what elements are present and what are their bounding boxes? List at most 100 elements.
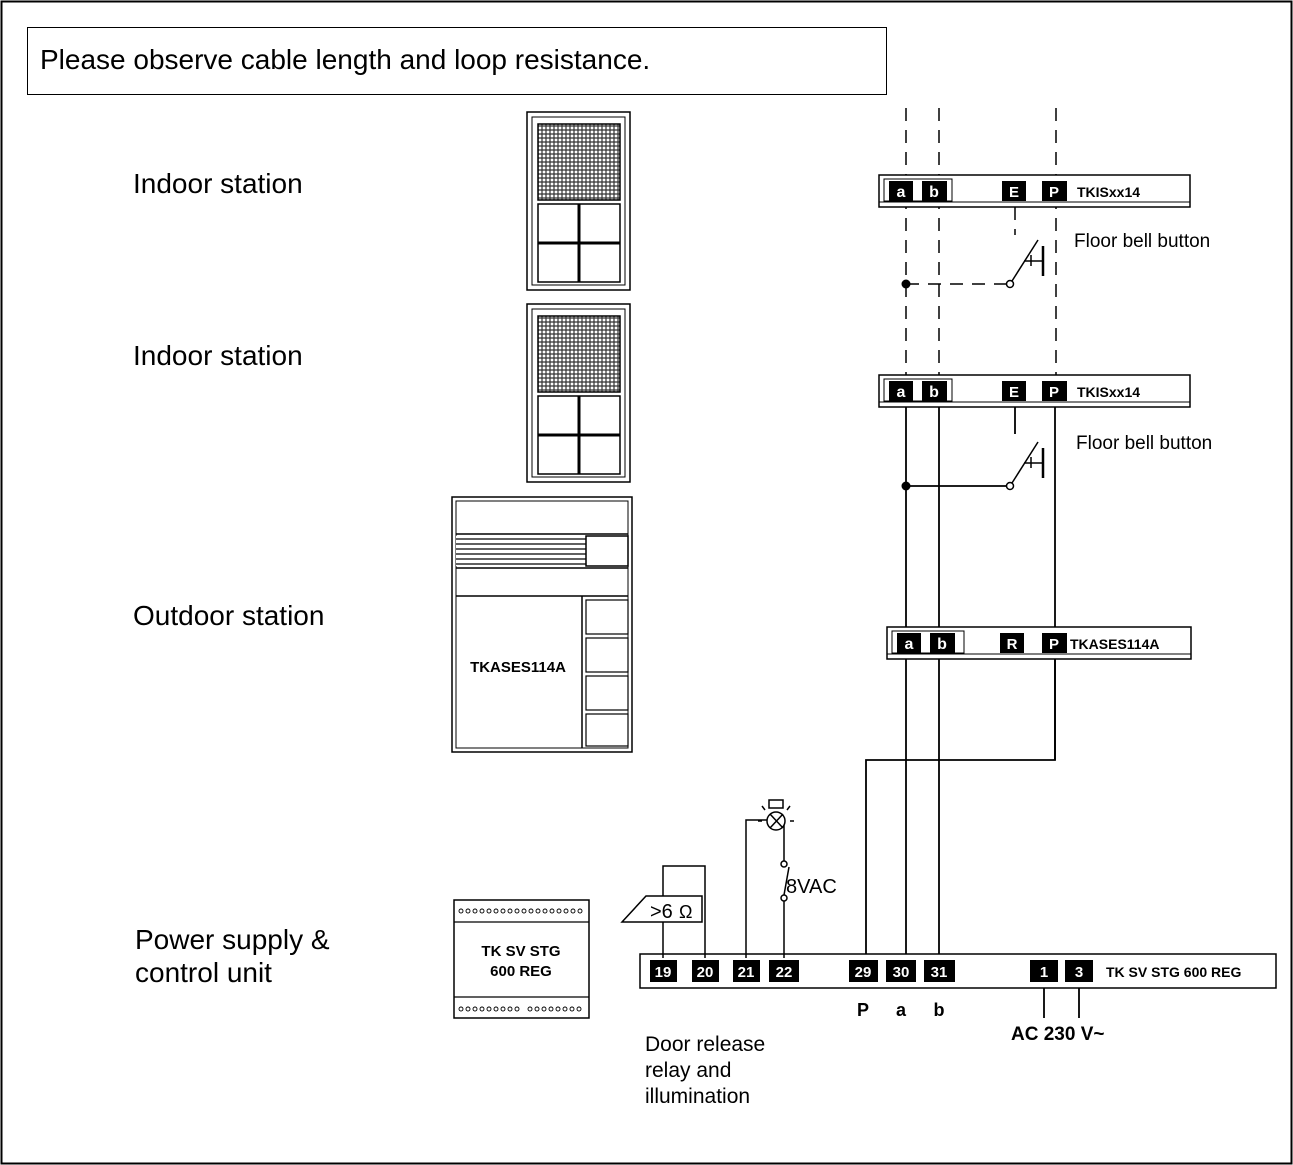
ctrl-term-21 <box>733 960 760 982</box>
ctrl-20-text: 20 <box>697 964 714 981</box>
psu-dot <box>556 908 562 914</box>
power-supply-label-line2: control unit <box>135 957 272 988</box>
psu-dot <box>528 908 534 914</box>
power-supply-label-line1: Power supply & <box>135 924 330 955</box>
psu-dot <box>576 1006 582 1012</box>
floor-bell-switch-2 <box>1005 441 1045 491</box>
outdoor-station-device <box>451 496 633 753</box>
strip1-term-E <box>1002 181 1026 201</box>
psu-dot <box>479 1006 485 1012</box>
psu-dot <box>500 908 506 914</box>
strip2-term-E <box>1002 381 1026 401</box>
power-supply-device <box>453 899 590 1019</box>
psu-dot <box>465 1006 471 1012</box>
lamp-voltage: 8VAC <box>786 876 837 898</box>
strip2-b-text: b <box>929 384 939 401</box>
psu-terminal-dots <box>458 908 583 1012</box>
psu-dot <box>479 908 485 914</box>
psu-dot <box>493 908 499 914</box>
ctrl-31-text: 31 <box>931 964 948 981</box>
outdoor-device-label: TKASES114A <box>470 659 566 676</box>
door-release-texts: >6 Ω 8VAC <box>650 876 837 923</box>
indoor-station-2-device <box>526 303 631 483</box>
strip2-model: TKISxx14 <box>1077 384 1140 400</box>
psu-dot <box>514 1006 520 1012</box>
door-release-label: Door release relay and illumination <box>645 1033 766 1108</box>
strip3-term-P <box>1042 633 1067 653</box>
resistor-value: >6 <box>650 901 673 923</box>
psu-dot <box>458 1006 464 1012</box>
indoor-station-1-device <box>526 111 631 291</box>
strip3-term-R <box>1000 633 1024 653</box>
ctrl-term-29 <box>849 960 878 982</box>
mains-label: AC 230 V~ <box>1011 1024 1104 1045</box>
ctrl-30-text: 30 <box>893 964 910 981</box>
strip1-b-text: b <box>929 184 939 201</box>
ctrl-term-31 <box>924 960 955 982</box>
psu-device-line2: 600 REG <box>490 963 552 980</box>
psu-dot <box>514 908 520 914</box>
psu-dot <box>555 1006 561 1012</box>
strip1-P-text: P <box>1049 184 1059 201</box>
strip3-term-a <box>897 633 921 653</box>
psu-dot <box>527 1006 533 1012</box>
ctrl-term-22 <box>769 960 799 982</box>
ctrl-29-text: 29 <box>855 964 872 981</box>
resistor-ohm: Ω <box>679 902 692 922</box>
strip1-term-b <box>922 181 947 201</box>
strip1-term-P <box>1042 181 1067 201</box>
strip2-term-b <box>922 381 947 401</box>
strip3-P-text: P <box>1049 636 1059 653</box>
strip2-P-text: P <box>1049 384 1059 401</box>
ctrl-term-30 <box>886 960 916 982</box>
bus-label-a: a <box>896 1000 907 1020</box>
psu-dot <box>563 908 569 914</box>
strip1-E-text: E <box>1009 184 1019 201</box>
terminal-blocks <box>650 181 1093 982</box>
cable-note-text: Please observe cable length and loop res… <box>40 44 651 75</box>
strip3-b-text: b <box>937 636 947 653</box>
strip3-model: TKASES114A <box>1070 636 1159 652</box>
strip-model-texts: TKISxx14 TKISxx14 TKASES114A TK SV STG 6… <box>1070 184 1241 980</box>
indoor-station-2-label: Indoor station <box>133 340 303 371</box>
psu-dot <box>486 1006 492 1012</box>
ctrl-model: TK SV STG 600 REG <box>1106 964 1241 980</box>
psu-dot <box>549 908 555 914</box>
floor-bell-label-2: Floor bell button <box>1076 433 1212 454</box>
psu-dot <box>535 908 541 914</box>
terminal-texts: a b E P a b E P a b R P 19 20 21 22 29 3… <box>655 184 1084 981</box>
psu-dot <box>521 908 527 914</box>
indoor-station-1-label: Indoor station <box>133 168 303 199</box>
strip2-term-P <box>1042 381 1067 401</box>
ctrl-term-3 <box>1065 960 1093 982</box>
psu-dot <box>472 908 478 914</box>
psu-dot <box>493 1006 499 1012</box>
psu-dot <box>507 908 513 914</box>
bus-dashed-lines <box>905 108 1057 377</box>
psu-dot <box>486 908 492 914</box>
junction-dot-1 <box>901 279 911 289</box>
bus-label-P: P <box>857 1000 869 1020</box>
floor-bell-switch-1 <box>1005 239 1045 289</box>
strip1-model: TKISxx14 <box>1077 184 1140 200</box>
strip2-E-text: E <box>1009 384 1019 401</box>
strip3-R-text: R <box>1007 636 1018 653</box>
psu-dot <box>562 1006 568 1012</box>
psu-dot <box>548 1006 554 1012</box>
door-release-circuit <box>620 799 794 958</box>
psu-dot <box>534 1006 540 1012</box>
floor-bell-texts: Floor bell button Floor bell button <box>1074 231 1212 454</box>
psu-dot <box>465 908 471 914</box>
ctrl-term-1 <box>1030 960 1058 982</box>
outdoor-station-label: Outdoor station <box>133 600 325 631</box>
bus-solid-lines <box>865 406 1080 1018</box>
ctrl-1-text: 1 <box>1040 964 1048 981</box>
ctrl-21-text: 21 <box>738 964 755 981</box>
strip3-term-b <box>930 633 955 653</box>
psu-dot <box>472 1006 478 1012</box>
junction-dot-2 <box>901 481 911 491</box>
psu-dot <box>500 1006 506 1012</box>
ctrl-term-19 <box>650 960 677 982</box>
